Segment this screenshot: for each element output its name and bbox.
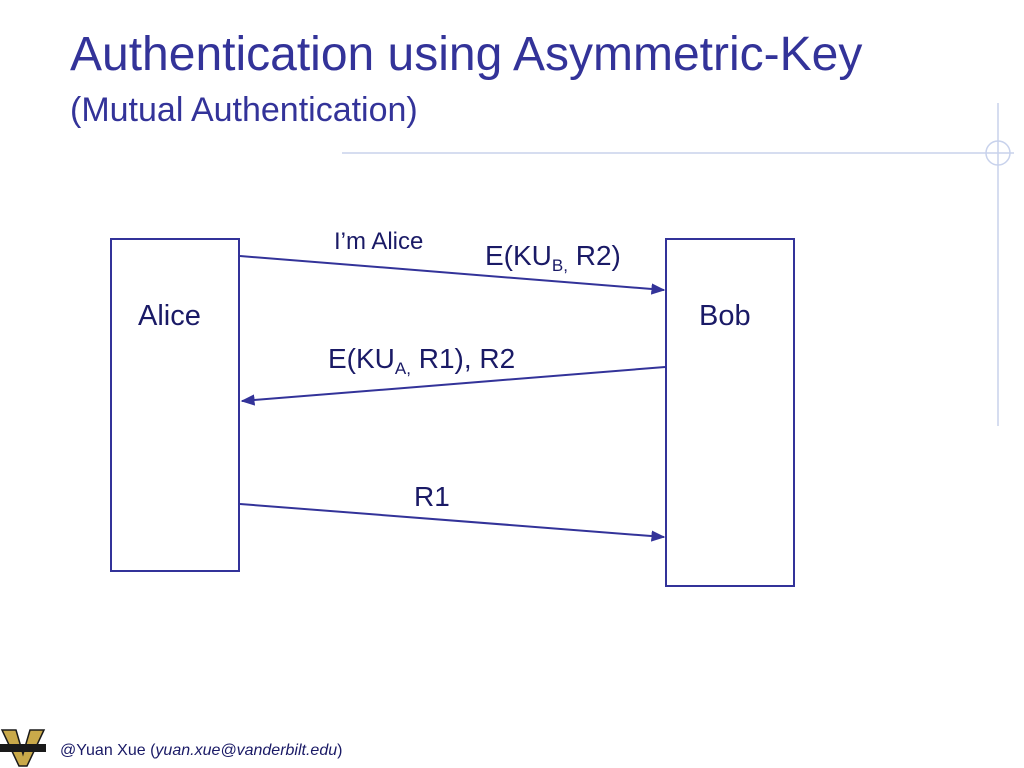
arrow-alice-to-bob-2 <box>239 503 666 542</box>
bob-label: Bob <box>699 300 751 332</box>
message-encrypted-r2: E(KUB, R2) <box>485 240 621 275</box>
message-encrypted-r2-sub: B, <box>551 256 568 275</box>
footer-credit: @Yuan Xue (yuan.xue@vanderbilt.edu) <box>60 742 342 760</box>
slide-title: Authentication using Asymmetric-Key <box>70 28 863 81</box>
message-im-alice: I’m Alice <box>334 228 424 255</box>
alice-label: Alice <box>138 300 201 332</box>
footer-prefix: @Yuan Xue ( <box>60 742 156 759</box>
message-encrypted-r1-suffix: R1), R2 <box>410 343 516 374</box>
arrow-bob-to-alice <box>240 366 666 406</box>
slide-subtitle: (Mutual Authentication) <box>70 91 418 129</box>
footer-suffix: ) <box>337 742 343 759</box>
footer-email[interactable]: yuan.xue@vanderbilt.edu <box>155 742 338 759</box>
message-encrypted-r2-prefix: E(KU <box>485 240 552 271</box>
message-encrypted-r2-suffix: R2) <box>567 240 621 271</box>
message-encrypted-r1-prefix: E(KU <box>328 343 395 374</box>
bob-box <box>665 238 795 587</box>
crosshair-decor-icon <box>985 140 1011 166</box>
message-r1: R1 <box>414 481 450 512</box>
message-encrypted-r1-sub: A, <box>394 359 411 378</box>
vanderbilt-logo <box>0 729 46 767</box>
alice-box <box>110 238 240 572</box>
arrow-alice-to-bob-1 <box>239 255 666 295</box>
message-encrypted-r1-r2: E(KUA, R1), R2 <box>328 343 516 378</box>
